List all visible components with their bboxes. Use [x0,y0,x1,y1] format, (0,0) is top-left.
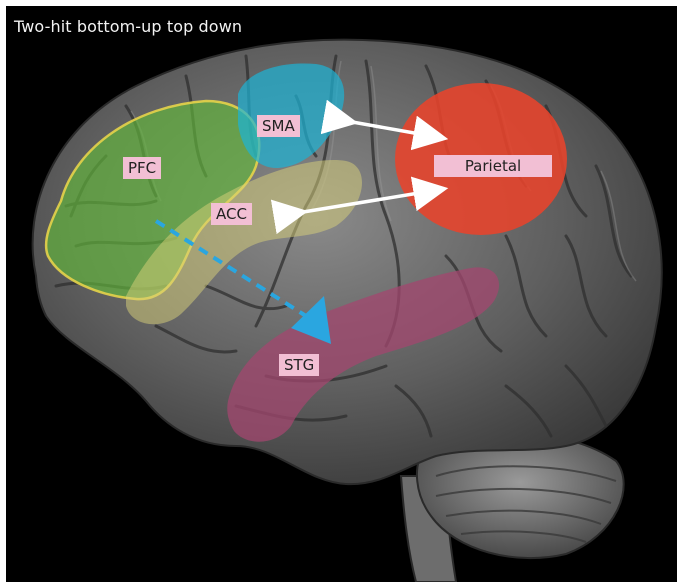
label-acc: ACC [211,203,252,225]
label-parietal: Parietal [434,155,552,177]
label-pfc: PFC [123,157,161,179]
label-sma: SMA [257,115,300,137]
label-stg: STG [279,354,319,376]
figure-frame: Two-hit bottom-up top down SMA PFC ACC P… [6,6,677,582]
figure-title: Two-hit bottom-up top down [14,17,242,36]
brain-illustration [6,6,677,582]
